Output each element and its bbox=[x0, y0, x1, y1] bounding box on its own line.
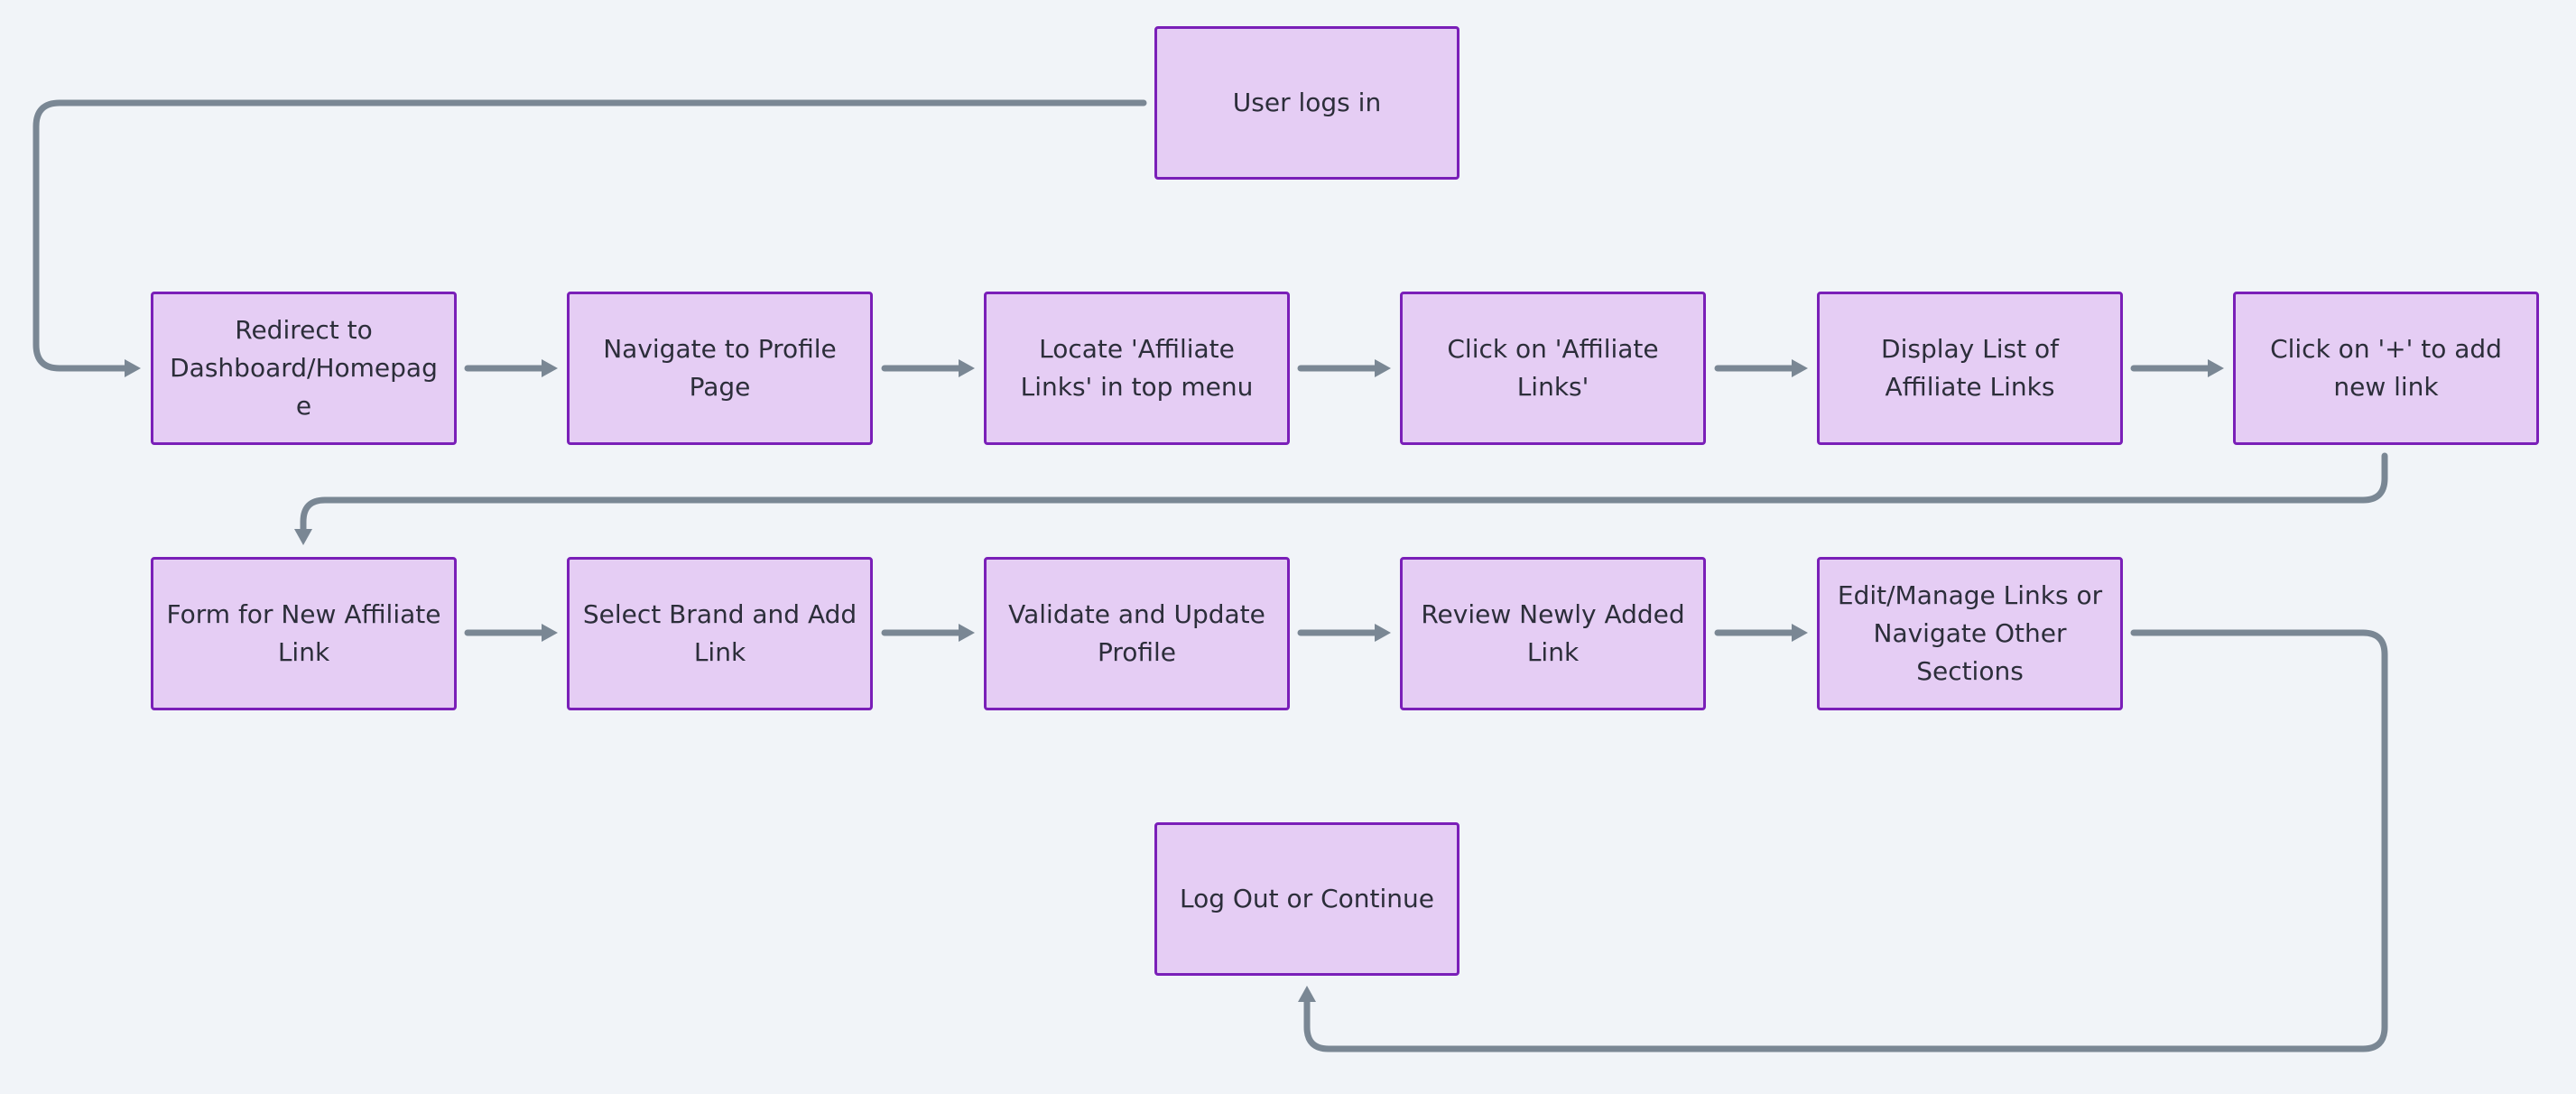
edge-edit-manage-to-logout bbox=[1303, 629, 2388, 1052]
arrowhead-locate bbox=[959, 359, 975, 377]
node-click-affiliate-links-label: Click on 'Affiliate Links' bbox=[1447, 334, 1659, 402]
node-select-brand-label: Select Brand and Add Link bbox=[582, 599, 857, 667]
node-new-link-form[interactable]: Form for New Affiliate Link bbox=[151, 557, 457, 710]
arrowhead-select-brand bbox=[542, 624, 558, 642]
node-new-link-form-label: Form for New Affiliate Link bbox=[166, 599, 441, 667]
arrowhead-form bbox=[294, 529, 312, 545]
arrowhead-logout bbox=[1298, 986, 1316, 1002]
node-logout-continue-label: Log Out or Continue bbox=[1179, 884, 1435, 913]
node-logout-continue[interactable]: Log Out or Continue bbox=[1154, 822, 1459, 976]
arrowhead-display-list bbox=[1792, 359, 1808, 377]
node-navigate-profile[interactable]: Navigate to Profile Page bbox=[567, 292, 873, 445]
node-click-affiliate-links[interactable]: Click on 'Affiliate Links' bbox=[1400, 292, 1706, 445]
node-select-brand[interactable]: Select Brand and Add Link bbox=[567, 557, 873, 710]
node-validate-profile[interactable]: Validate and Update Profile bbox=[984, 557, 1290, 710]
node-edit-manage-label: Edit/Manage Links or Navigate Other Sect… bbox=[1837, 580, 2103, 686]
node-locate-affiliate-links-label: Locate 'Affiliate Links' in top menu bbox=[1020, 334, 1254, 402]
arrowhead-redirect bbox=[125, 359, 141, 377]
node-edit-manage[interactable]: Edit/Manage Links or Navigate Other Sect… bbox=[1817, 557, 2123, 710]
arrowhead-click-add bbox=[2208, 359, 2224, 377]
node-review-link-label: Review Newly Added Link bbox=[1421, 599, 1685, 667]
node-click-add-link[interactable]: Click on '+' to add new link bbox=[2233, 292, 2539, 445]
edge-login-to-redirect bbox=[32, 99, 1147, 372]
arrowhead-review bbox=[1375, 624, 1391, 642]
node-redirect-dashboard-label: Redirect to Dashboard/Homepage bbox=[170, 315, 438, 421]
arrowhead-edit-manage bbox=[1792, 624, 1808, 642]
node-review-link[interactable]: Review Newly Added Link bbox=[1400, 557, 1706, 710]
node-user-logs-in[interactable]: User logs in bbox=[1154, 26, 1459, 180]
node-validate-profile-label: Validate and Update Profile bbox=[1008, 599, 1265, 667]
arrowhead-validate bbox=[959, 624, 975, 642]
node-locate-affiliate-links[interactable]: Locate 'Affiliate Links' in top menu bbox=[984, 292, 1290, 445]
node-user-logs-in-label: User logs in bbox=[1232, 88, 1382, 117]
node-navigate-profile-label: Navigate to Profile Page bbox=[603, 334, 837, 402]
edge-click-add-to-form bbox=[300, 452, 2388, 534]
node-click-add-link-label: Click on '+' to add new link bbox=[2270, 334, 2502, 402]
node-display-list-label: Display List of Affiliate Links bbox=[1881, 334, 2059, 402]
arrowhead-profile bbox=[542, 359, 558, 377]
arrowhead-click-links bbox=[1375, 359, 1391, 377]
node-display-list[interactable]: Display List of Affiliate Links bbox=[1817, 292, 2123, 445]
node-redirect-dashboard[interactable]: Redirect to Dashboard/Homepage bbox=[151, 292, 457, 445]
